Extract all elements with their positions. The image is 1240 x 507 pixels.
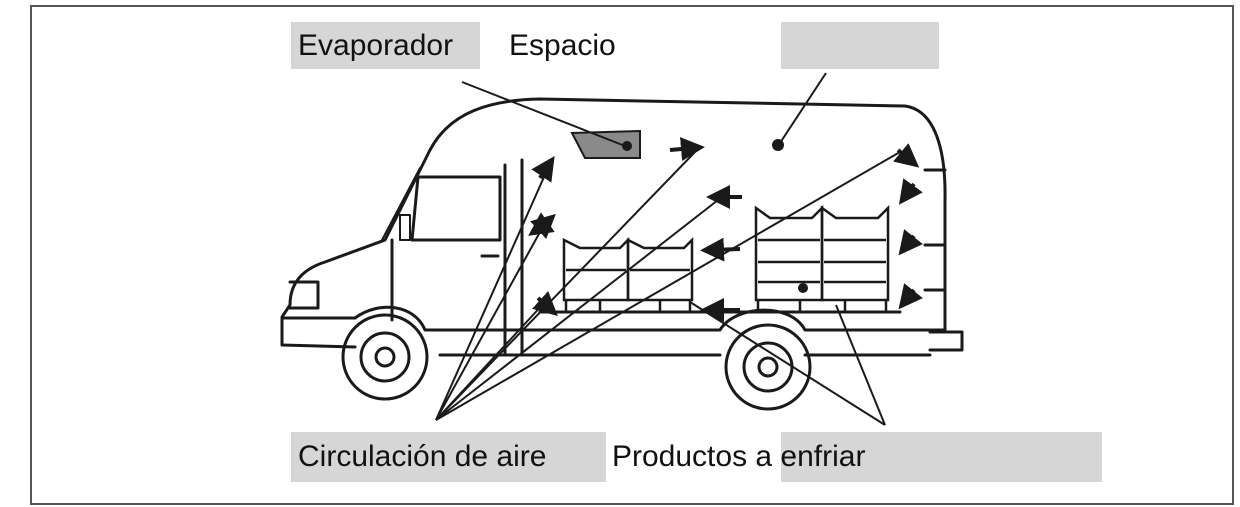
van-body-outline <box>428 97 947 332</box>
chassis-line <box>353 305 947 332</box>
cab-window <box>410 175 502 242</box>
windshield <box>381 167 421 241</box>
evaporador-label: Evaporador <box>298 29 454 62</box>
evaporador-dot <box>622 141 632 151</box>
leader-lines <box>435 72 901 426</box>
front-wheel-center <box>374 346 396 368</box>
evaporador-label-box <box>291 22 480 69</box>
rear-vent-marks <box>923 168 947 292</box>
blank-label-box-top-right <box>781 22 939 69</box>
rear-wheel <box>724 323 812 411</box>
evaporador-unit <box>570 129 641 159</box>
espacio-label: Espacio <box>509 29 616 62</box>
front-bumper <box>280 316 357 347</box>
circulacion-label-box <box>291 432 606 482</box>
front-wheel <box>341 313 429 401</box>
product-dot <box>798 283 808 293</box>
blank-label-box-bottom-right <box>781 432 1102 482</box>
mirror <box>399 214 411 241</box>
crate-group-left <box>562 236 694 312</box>
headlight <box>288 280 320 310</box>
rear-bumper <box>928 330 964 352</box>
productos-label: Productos a enfriar <box>612 440 866 473</box>
diagram-frame <box>30 5 1234 505</box>
air-arrows <box>528 137 923 322</box>
circulacion-label: Circulación de aire <box>298 440 547 473</box>
rear-wheel-center <box>757 356 779 378</box>
front-wheel-hub <box>359 331 411 383</box>
crate-group-right <box>754 204 890 312</box>
